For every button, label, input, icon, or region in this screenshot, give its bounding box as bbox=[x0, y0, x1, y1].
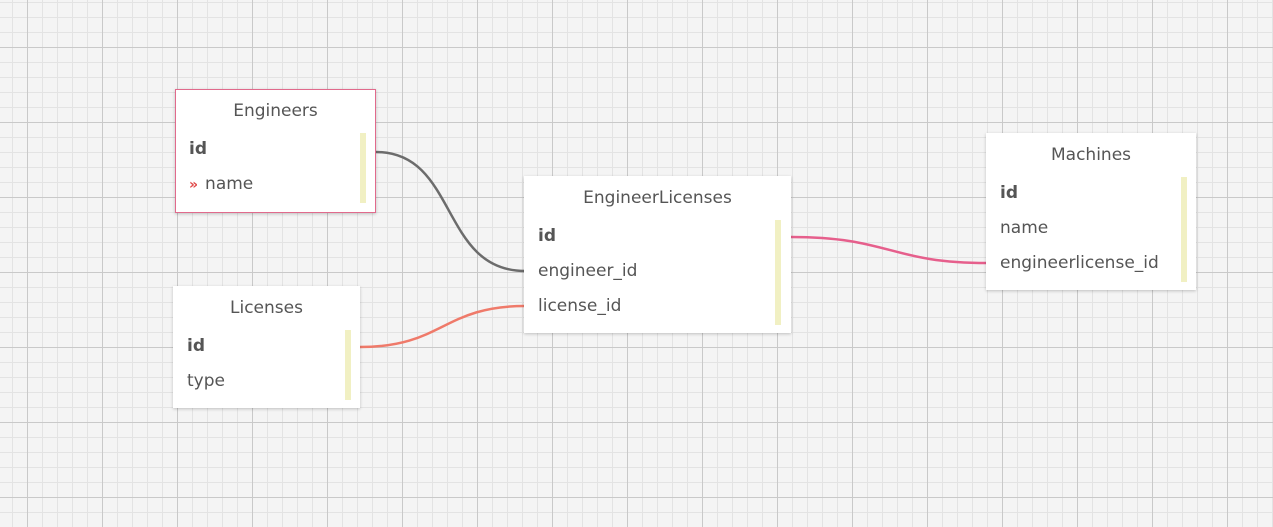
scrollbar[interactable] bbox=[775, 220, 781, 325]
field-name: id bbox=[187, 336, 205, 356]
field-name: engineerlicense_id bbox=[1000, 253, 1159, 273]
field-name: engineer_id bbox=[538, 261, 638, 281]
field-engineerlicense-id[interactable]: engineerlicense_id bbox=[987, 246, 1195, 281]
relation-licenses-to-engineerlicenses[interactable] bbox=[359, 304, 526, 349]
table-title: Licenses bbox=[230, 298, 303, 318]
field-license-id[interactable]: license_id bbox=[525, 289, 790, 324]
field-name: id bbox=[189, 139, 207, 159]
field-name[interactable]: » name bbox=[176, 167, 375, 202]
field-id[interactable]: id bbox=[987, 176, 1195, 211]
scrollbar[interactable] bbox=[345, 330, 351, 400]
field-id[interactable]: id bbox=[176, 132, 375, 167]
table-engineerlicenses[interactable]: EngineerLicenses id engineer_id license_… bbox=[524, 176, 791, 333]
table-title: EngineerLicenses bbox=[583, 188, 732, 208]
table-engineers[interactable]: Engineers id » name bbox=[175, 89, 376, 213]
relation-engineerlicenses-to-machines[interactable] bbox=[790, 235, 988, 265]
field-id[interactable]: id bbox=[525, 219, 790, 254]
relation-engineers-to-engineerlicenses[interactable] bbox=[375, 150, 526, 273]
field-id[interactable]: id bbox=[174, 329, 359, 364]
field-name: name bbox=[1000, 218, 1049, 238]
field-name: id bbox=[538, 226, 556, 246]
field-name: name bbox=[205, 174, 254, 194]
field-name: id bbox=[1000, 183, 1018, 203]
table-machines[interactable]: Machines id name engineerlicense_id bbox=[986, 133, 1196, 290]
scrollbar[interactable] bbox=[360, 133, 366, 203]
scrollbar[interactable] bbox=[1181, 177, 1187, 282]
field-name[interactable]: name bbox=[987, 211, 1195, 246]
relation-marker-icon: » bbox=[189, 177, 199, 193]
table-title: Engineers bbox=[233, 101, 318, 121]
field-name: license_id bbox=[538, 296, 622, 316]
field-name: type bbox=[187, 371, 225, 391]
field-engineer-id[interactable]: engineer_id bbox=[525, 254, 790, 289]
field-type[interactable]: type bbox=[174, 364, 359, 399]
table-title: Machines bbox=[1050, 145, 1132, 165]
table-licenses[interactable]: Licenses id type bbox=[173, 286, 360, 408]
